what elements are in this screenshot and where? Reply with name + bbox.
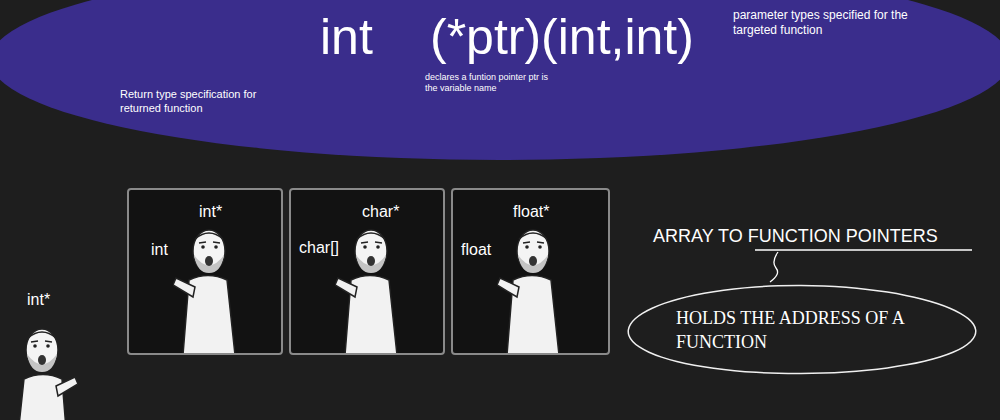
text-slot: char*	[362, 202, 399, 221]
base-type: char[]	[299, 238, 339, 257]
type-label: int*	[27, 290, 50, 309]
text-slot: int	[151, 240, 168, 259]
pointer-note: declares a funtion pointer ptr is the va…	[425, 72, 555, 95]
panel-fill	[289, 188, 445, 355]
pointing-figure	[497, 230, 559, 355]
pointing-figure	[173, 230, 235, 355]
type-panel: int* int	[127, 188, 283, 355]
base-type: float	[461, 240, 491, 259]
underline	[755, 249, 972, 251]
text-slot: int	[320, 12, 373, 62]
base-type: int	[151, 240, 168, 259]
heading-label: ARRAY TO FUNCTION POINTERS	[653, 226, 938, 248]
note-oval: HOLDS THE ADDRESS OF A FUNCTION	[625, 284, 977, 376]
text-slot: (*ptr)(int,int)	[430, 12, 694, 62]
text-slot: Return type specification for returned f…	[120, 88, 280, 116]
label-slot: int*	[27, 290, 50, 309]
text-slot: int*	[199, 202, 222, 221]
leader-line	[770, 252, 778, 282]
declaration-ellipse: int (*ptr)(int,int) declares a funtion poi…	[0, 0, 1000, 160]
return-note: Return type specification for returned f…	[120, 88, 280, 116]
pointing-figure	[16, 329, 78, 420]
text-slot: HOLDS THE ADDRESS OF A FUNCTION	[676, 306, 927, 355]
type-panel: char* char[]	[289, 188, 445, 355]
type-panel: float* float	[451, 188, 610, 355]
text-slot: declares a funtion pointer ptr is the va…	[425, 72, 555, 95]
text-slot: parameter types specified for the target…	[733, 8, 908, 38]
text-slot: float*	[513, 202, 549, 221]
parameter-note: parameter types specified for the target…	[733, 8, 908, 38]
label-slot: ARRAY TO FUNCTION POINTERS	[653, 226, 938, 248]
pointer-declaration: (*ptr)(int,int)	[430, 12, 694, 62]
pointing-figure	[335, 230, 397, 355]
pointer-type: float*	[513, 202, 549, 221]
panel-fill	[451, 188, 610, 355]
pointer-type: int*	[199, 202, 222, 221]
text-slot: float	[461, 240, 491, 259]
pointer-type: char*	[362, 202, 399, 221]
note-text: HOLDS THE ADDRESS OF A FUNCTION	[676, 306, 927, 355]
oval-outline	[625, 284, 977, 376]
panel-fill	[127, 188, 283, 355]
return-type: int	[320, 12, 373, 62]
text-slot: char[]	[299, 238, 339, 257]
